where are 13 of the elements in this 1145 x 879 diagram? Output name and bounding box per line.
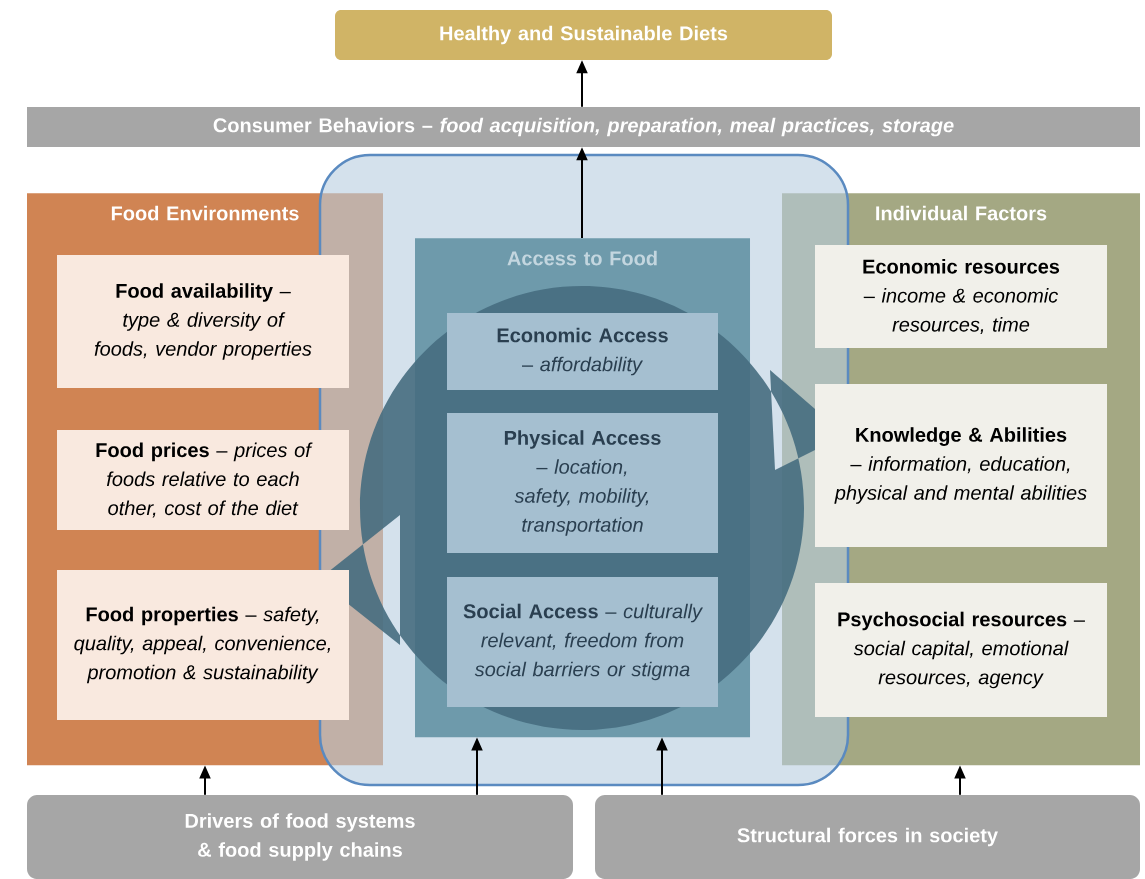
access-box: Social Access – culturally relevant, freedom from social barriers or stigma xyxy=(447,577,718,707)
driver-box: Drivers of food systems & food supply chains xyxy=(27,795,573,879)
goal-box: Healthy and Sustainable Diets xyxy=(335,10,832,60)
factor-box: Food properties – safety, quality, appeal, convenience, promotion & sustainability xyxy=(57,570,349,720)
behavior-band: Consumer Behaviors – food acquisition, preparation, meal practices, storage xyxy=(27,107,1140,147)
access-box: Economic Access – affordability xyxy=(447,313,718,390)
factor-box: Psychosocial resources – social capital, emotional resources, agency xyxy=(815,583,1107,717)
access-box: Physical Access – location, safety, mobility, transportation xyxy=(447,413,718,553)
factor-box: Economic resources – income & economic resources, time xyxy=(815,245,1107,348)
factor-box: Knowledge & Abilities – information, education, physical and mental abilities xyxy=(815,384,1107,547)
driver-box: Structural forces in society xyxy=(595,795,1140,879)
factor-box: Food prices – prices of foods relative to each other, cost of the diet xyxy=(57,430,349,530)
factor-box: Food availability – type & diversity of foods, vendor properties xyxy=(57,255,349,388)
